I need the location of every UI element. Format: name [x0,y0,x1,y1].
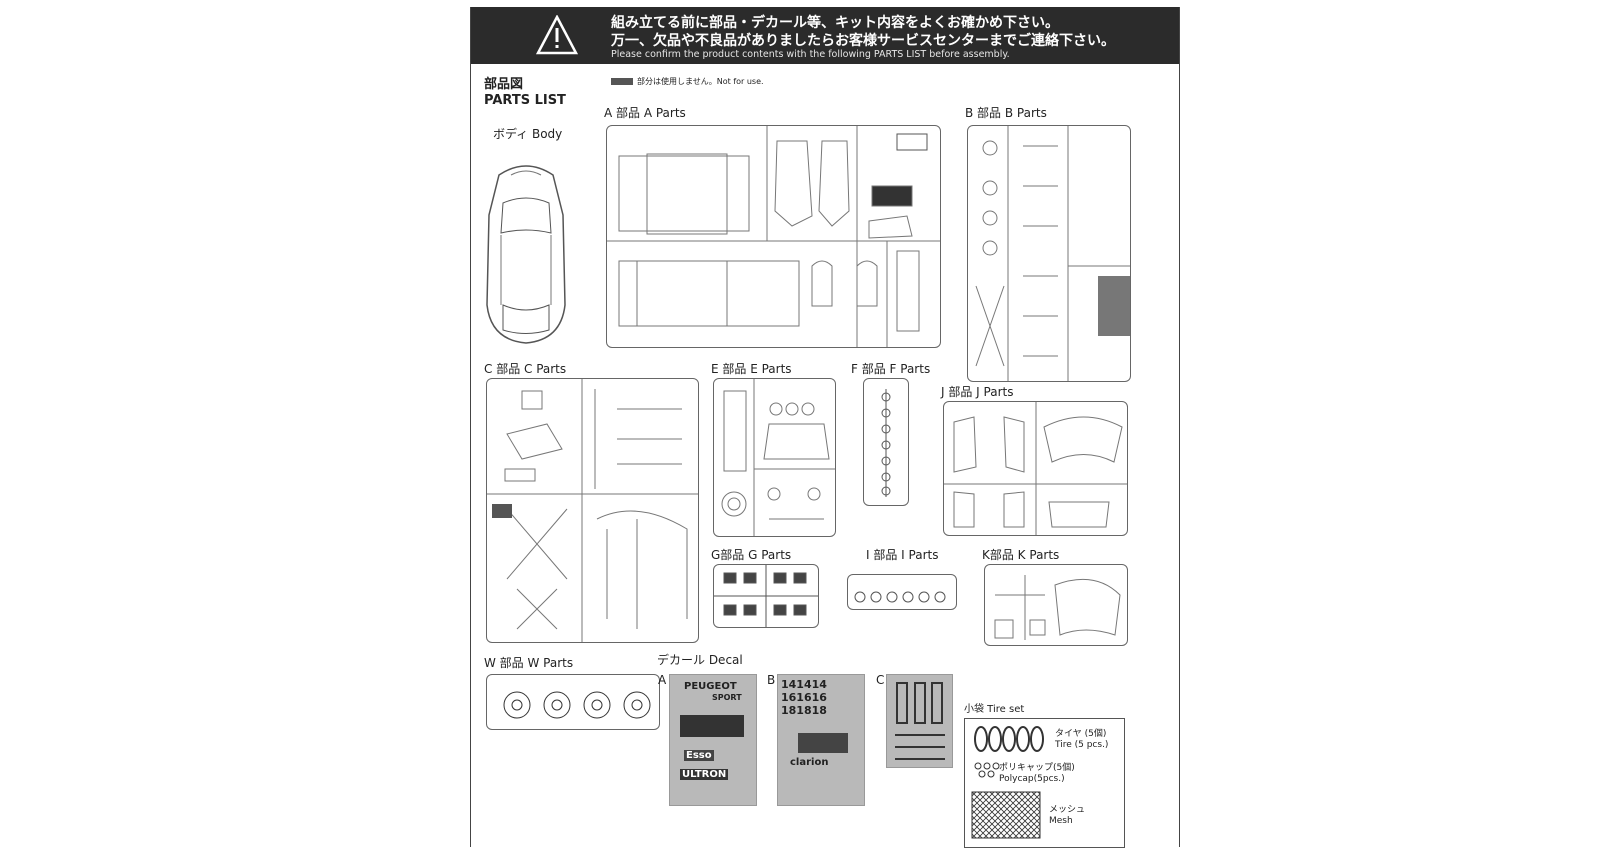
label-w-parts: W 部品 W Parts [484,656,574,670]
mesh-en: Mesh [1049,816,1073,826]
polycaps-illustration [974,762,1000,778]
warning-banner: 組み立てる前に部品・デカール等、キット内容をよくお確かめ下さい。 万一、欠品や不… [471,7,1179,64]
decal-a-esso: Esso [684,750,714,761]
mesh-jp: メッシュ [1049,805,1086,815]
banner-line-1: 組み立てる前に部品・デカール等、キット内容をよくお確かめ下さい。 [611,15,1059,31]
decal-b-block [798,733,848,753]
label-j-parts: J 部品 J Parts [941,385,1014,399]
sprue-b [967,125,1131,382]
label-b-parts: B 部品 B Parts [965,106,1047,120]
sprue-g [713,564,819,628]
decal-b-row1: 141414 [781,678,827,691]
decal-b-numbers: 141414 161616 181818 [781,678,827,717]
not-for-use-legend: 部分は使用しません。Not for use. [611,76,764,87]
label-decal: デカール Decal [657,653,743,667]
legend-text: 部分は使用しません。Not for use. [637,77,764,86]
decal-b-row2: 161616 [781,691,827,704]
decal-b-sponsor: clarion [790,757,829,768]
tire-en: Tire (5 pcs.) [1055,740,1109,750]
sprue-e [713,378,836,537]
label-decal-b: B [767,673,776,687]
body-shell-drawing [481,155,571,347]
sprue-a [606,125,941,348]
sprue-j [943,401,1128,536]
decal-sheet-a: PEUGEOT SPORT Esso ULTRON [669,674,757,806]
tire-set-box: タイヤ (5個) Tire (5 pcs.) ポリキャップ(5個) Polyca… [964,718,1125,848]
decal-sheet-b: 141414 161616 181818 clarion [777,674,865,806]
decal-b-row3: 181818 [781,704,827,717]
label-g-parts: G部品 G Parts [711,548,792,562]
tire-jp: タイヤ (5個) [1055,729,1107,739]
label-c-parts: C 部品 C Parts [484,362,567,376]
banner-line-2: 万一、欠品や不良品がありましたらお客様サービスセンターまでご連絡下さい。 [611,33,1115,49]
tires-illustration [974,726,1044,752]
warning-icon [536,15,578,55]
decal-a-brand: PEUGEOT [684,681,737,692]
title-jp: 部品図 [484,77,524,92]
banner-line-3: Please confirm the product contents with… [611,49,1010,60]
mesh-illustration [971,791,1041,839]
polycap-jp: ポリキャップ(5個) [999,763,1075,773]
page-title: 部品図 PARTS LIST [484,77,566,109]
legend-swatch [611,78,633,85]
sprue-w [486,674,660,730]
decal-a-sub: SPORT [712,693,742,702]
label-decal-a: A [658,673,667,687]
label-e-parts: E 部品 E Parts [711,362,792,376]
sprue-f [863,378,909,506]
sprue-i [847,574,957,610]
decal-a-block [680,715,744,737]
label-k-parts: K部品 K Parts [982,548,1060,562]
sprue-c [486,378,699,643]
polycap-en: Polycap(5pcs.) [999,774,1065,784]
label-i-parts: I 部品 I Parts [866,548,939,562]
label-body: ボディ Body [493,127,563,141]
label-f-parts: F 部品 F Parts [851,362,931,376]
sprue-k [984,564,1128,646]
label-a-parts: A 部品 A Parts [604,106,686,120]
decal-a-ultron: ULTRON [680,769,729,780]
label-tireset: 小袋 Tire set [964,704,1025,715]
label-decal-c: C [876,673,885,687]
title-en: PARTS LIST [484,93,566,108]
decal-sheet-c [886,674,953,768]
parts-list-sheet: 組み立てる前に部品・デカール等、キット内容をよくお確かめ下さい。 万一、欠品や不… [470,7,1180,848]
